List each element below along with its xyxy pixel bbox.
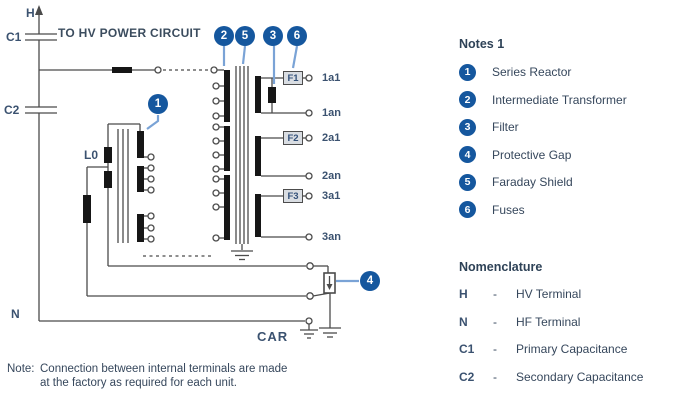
note-label: Intermediate Transformer <box>492 92 627 107</box>
note-badge-1: 1 <box>459 63 476 81</box>
faraday-shield <box>235 66 249 250</box>
nomen-symbol: N <box>459 314 468 329</box>
n-line <box>39 317 313 330</box>
fuse-f2: F2 <box>283 131 303 145</box>
label-car: CAR <box>257 329 289 344</box>
nomen-dash: - <box>493 369 497 384</box>
notes-list: 1 Series Reactor 2 Intermediate Transfor… <box>459 62 627 227</box>
footnote: Note: Connection between internal termin… <box>7 363 292 390</box>
note-label: Filter <box>492 120 519 134</box>
nomen-symbol: C1 <box>459 342 475 356</box>
nomenclature-list: H - HV Terminal N - HF Terminal C1 - Pri… <box>459 287 643 397</box>
footnote-text: Connection between internal terminals ar… <box>40 363 288 389</box>
fuse-f3: F3 <box>283 189 303 203</box>
callout-1-series-reactor: 1 <box>148 94 168 114</box>
callout-3-filter: 3 <box>263 26 283 46</box>
capacitor-c2 <box>25 106 57 114</box>
fuse-f1: F1 <box>283 71 303 85</box>
note-item-faraday-shield: 5 Faraday Shield <box>459 172 627 192</box>
callout-6-fuses: 6 <box>287 26 307 46</box>
footnote-label: Note: <box>7 363 35 375</box>
label-n: N <box>11 307 20 321</box>
callout-leaders <box>146 45 359 283</box>
note-item-filter: 3 Filter <box>459 117 627 137</box>
note-badge-4: 4 <box>459 146 476 163</box>
nomen-symbol: H <box>459 287 468 301</box>
note-item-series-reactor: 1 Series Reactor <box>459 62 627 82</box>
note-label: Protective Gap <box>492 147 572 162</box>
note-badge-5: 5 <box>459 173 476 191</box>
terminal-1a1: 1a1 <box>322 72 341 84</box>
note-item-fuses: 6 Fuses <box>459 200 627 220</box>
label-c2: C2 <box>4 103 20 117</box>
note-badge-3: 3 <box>459 118 476 136</box>
nomenclature-row-c2: C2 - Secondary Capacitance <box>459 370 643 387</box>
transformer-secondaries <box>255 74 313 241</box>
nomenclature-row-n: N - HF Terminal <box>459 315 643 332</box>
nomen-meaning: Secondary Capacitance <box>516 369 644 384</box>
transformer-primary <box>212 70 230 242</box>
note-label: Fuses <box>492 202 525 217</box>
notes-title: Notes 1 <box>459 37 505 51</box>
terminal-2a1: 2a1 <box>322 132 341 144</box>
note-label: Faraday Shield <box>492 175 573 189</box>
label-c1: C1 <box>6 30 22 44</box>
nomen-dash: - <box>493 342 497 356</box>
nomenclature-row-c1: C1 - Primary Capacitance <box>459 342 643 359</box>
nomen-symbol: C2 <box>459 369 475 384</box>
note-item-protective-gap: 4 Protective Gap <box>459 145 627 165</box>
note-label: Series Reactor <box>492 65 572 79</box>
series-reactor <box>83 123 155 296</box>
nomen-meaning: HF Terminal <box>516 314 581 329</box>
protective-gap <box>323 272 336 328</box>
terminal-1an: 1an <box>322 107 341 119</box>
note-badge-6: 6 <box>459 201 476 218</box>
terminal-3an: 3an <box>322 231 341 243</box>
tap-line <box>39 66 224 74</box>
callout-4-protective-gap: 4 <box>360 271 380 291</box>
nomenclature-title: Nomenclature <box>459 260 543 274</box>
nomen-meaning: HV Terminal <box>516 287 582 301</box>
nomenclature-row-h: H - HV Terminal <box>459 287 643 304</box>
note-item-intermediate-transformer: 2 Intermediate Transformer <box>459 90 627 110</box>
to-hv-power-circuit-label: TO HV POWER CIRCUIT <box>58 26 201 40</box>
label-h: H <box>26 6 35 20</box>
nomen-meaning: Primary Capacitance <box>516 342 628 356</box>
car-ground-icon <box>300 329 318 339</box>
hv-arrow-icon <box>35 5 43 34</box>
shield-ground-icon <box>231 250 253 261</box>
capacitor-c1 <box>25 33 57 41</box>
terminal-2an: 2an <box>322 170 341 182</box>
nomen-dash: - <box>493 314 497 329</box>
gap-ground-icon <box>319 327 341 338</box>
nomen-dash: - <box>493 287 497 301</box>
note-badge-2: 2 <box>459 91 476 108</box>
callout-5-faraday-shield: 5 <box>235 26 255 46</box>
callout-2-intermediate-transformer: 2 <box>214 26 234 46</box>
terminal-3a1: 3a1 <box>322 190 341 202</box>
label-l0: L0 <box>84 148 99 162</box>
gap-feed-lines <box>87 262 331 300</box>
